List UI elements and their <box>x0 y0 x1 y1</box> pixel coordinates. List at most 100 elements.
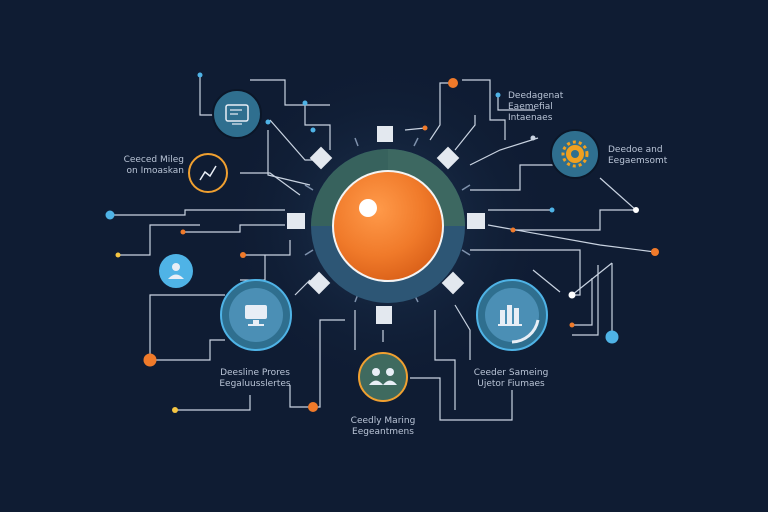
connector-line <box>454 115 476 151</box>
connector-line <box>183 224 285 233</box>
connector-line <box>532 269 561 293</box>
label-line: Deesline Prores <box>220 368 290 378</box>
endpoint-dot <box>448 78 458 88</box>
endpoint-dot <box>180 229 186 235</box>
label-right-upper: Deedoe and Eegaemsomt <box>608 145 667 167</box>
endpoint-dot <box>308 402 318 412</box>
endpoint-dot <box>549 207 555 213</box>
hub-tick <box>304 249 314 256</box>
endpoint-dot <box>115 252 121 258</box>
hub-connector <box>287 213 305 229</box>
connector-line <box>150 339 225 361</box>
endpoint-dot <box>422 125 428 131</box>
hub-tick <box>354 137 359 147</box>
endpoint-dot <box>265 119 271 125</box>
connector-line <box>304 103 331 150</box>
endpoint-dot <box>310 127 316 133</box>
connector-line <box>462 79 506 140</box>
endpoint-dot <box>530 135 536 141</box>
connector-line <box>243 240 291 256</box>
label-line: Intaenaes <box>508 113 553 123</box>
endpoint-dot <box>302 100 308 106</box>
endpoint-dot <box>197 72 203 78</box>
connector-line <box>404 127 426 131</box>
endpoint-dot <box>651 248 659 256</box>
monitor-icon <box>245 305 267 326</box>
hub-connector <box>377 126 393 142</box>
connector-line <box>454 304 471 360</box>
node-gear <box>550 129 600 179</box>
label-line: on Imoaskan <box>126 166 184 176</box>
connector-line <box>497 95 535 111</box>
connector-line <box>289 385 313 408</box>
connector-line <box>250 79 330 106</box>
bar-chart-icon <box>498 305 522 326</box>
endpoint-dots <box>105 72 659 413</box>
connector-line <box>599 177 637 211</box>
node-circle <box>358 352 408 402</box>
endpoint-dot <box>495 92 501 98</box>
computer-icon <box>225 104 249 125</box>
label-bottom-center: Ceedly Maring Eegeantmens <box>340 416 426 438</box>
label-line: Ujetor Fiumaes <box>477 379 545 389</box>
connector-line <box>487 224 656 253</box>
central-hub <box>311 149 465 303</box>
user-icon <box>168 263 184 279</box>
label-line: Eegeantmens <box>352 427 414 437</box>
hub-highlight <box>359 199 377 217</box>
hub-connector <box>307 271 331 295</box>
endpoint-dot <box>105 210 115 220</box>
group-icon <box>369 368 397 385</box>
chart-icon <box>199 165 217 181</box>
connector-lines <box>110 75 656 421</box>
hub-connector <box>467 213 485 229</box>
connector-line <box>118 224 200 256</box>
node-monitor <box>220 279 292 351</box>
connector-line <box>110 209 285 216</box>
connector-line <box>572 265 599 336</box>
label-left-upper: Ceeced Mileg on Imoaskan <box>108 155 184 177</box>
endpoint-dot <box>143 353 157 367</box>
endpoint-dot <box>172 407 178 413</box>
connector-line <box>267 130 311 186</box>
connector-line <box>410 377 513 421</box>
label-line: Eegaemsomt <box>608 156 668 166</box>
connector-line <box>470 249 581 296</box>
endpoint-dot <box>510 227 516 233</box>
connector-line <box>294 279 311 296</box>
label-line: Deedoe and <box>608 145 663 155</box>
label-bottom-right: Ceeder Sameing Ujetor Fiumaes <box>466 368 556 390</box>
hub-tick <box>461 184 471 191</box>
connector-line <box>240 172 301 196</box>
label-top-right: Deedagenat Eaemefial Intaenaes <box>508 91 563 124</box>
node-chart <box>188 153 228 193</box>
node-arc <box>511 319 540 344</box>
label-line: Eaemefial <box>508 102 553 112</box>
connector-line <box>199 75 214 116</box>
endpoint-dot <box>605 330 619 344</box>
endpoint-dot <box>633 207 639 213</box>
connector-line <box>572 278 593 326</box>
label-left-lower: Deesline Prores Eegaluusslertes <box>210 368 300 390</box>
hub-tick <box>413 137 419 147</box>
endpoint-dot <box>240 252 246 258</box>
gear-icon <box>561 140 589 168</box>
connector-line <box>513 209 636 231</box>
node-computer <box>212 89 262 139</box>
hub-core <box>332 170 444 282</box>
connector-line <box>470 164 555 191</box>
label-line: Ceeder Sameing <box>473 368 549 378</box>
connector-line <box>175 395 251 411</box>
node-group <box>358 352 408 402</box>
endpoint-dot <box>568 291 576 299</box>
node-circle <box>188 153 228 193</box>
connector-line <box>434 310 456 410</box>
label-line: Eegaluusslertes <box>219 379 291 389</box>
hub-tick <box>461 249 471 256</box>
hub-connector <box>441 271 465 295</box>
connector-line <box>429 82 453 141</box>
connector-line <box>469 137 539 166</box>
hub-connector <box>376 306 392 324</box>
